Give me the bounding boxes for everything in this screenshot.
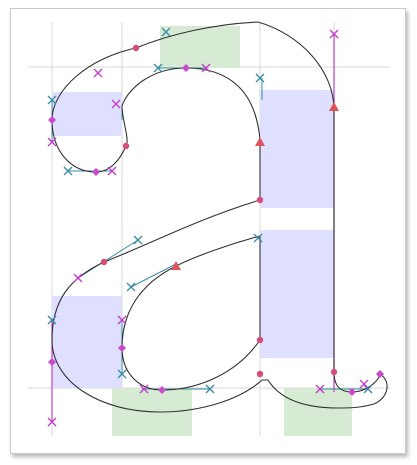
x-marker-icon — [47, 417, 57, 427]
x-marker-icon — [363, 384, 373, 394]
x-marker-icon — [63, 166, 73, 176]
alignment-zones — [52, 26, 352, 436]
inner-contour-path — [121, 235, 261, 391]
x-marker-icon — [253, 233, 263, 243]
stem-zone-rect — [260, 230, 334, 358]
x-marker-icon — [47, 137, 57, 147]
x-marker-stroke — [133, 235, 143, 245]
x-marker-icon — [161, 27, 171, 37]
x-marker-stroke — [47, 137, 57, 147]
x-marker-icon — [139, 384, 149, 394]
x-marker-icon — [93, 68, 103, 78]
x-marker-stroke — [253, 233, 263, 243]
x-marker-stroke — [359, 379, 369, 389]
x-marker-stroke — [47, 95, 57, 105]
diamond-node-icon — [348, 388, 356, 396]
circle-node-icon — [256, 370, 264, 378]
x-marker-icon — [47, 95, 57, 105]
x-marker-icon — [255, 73, 265, 83]
stem-zone-rect — [52, 296, 122, 388]
x-marker-stroke — [117, 369, 127, 379]
stem-zone-rect — [260, 90, 334, 208]
x-marker-stroke — [201, 63, 211, 73]
x-marker-stroke — [255, 73, 265, 83]
overshoot-zone-rect — [284, 388, 352, 436]
x-marker-icon — [117, 369, 127, 379]
diamond-node-icon — [376, 370, 384, 378]
overshoot-zone-rect — [160, 26, 240, 68]
triangle-start-icon — [329, 102, 339, 111]
x-marker-stroke — [329, 29, 339, 39]
x-marker-icon — [205, 384, 215, 394]
x-marker-icon — [126, 282, 136, 292]
diamond-node-icon — [158, 386, 166, 394]
x-marker-stroke — [107, 166, 117, 176]
x-marker-icon — [329, 29, 339, 39]
circle-node-icon — [100, 258, 108, 266]
outline-points — [47, 27, 384, 427]
triangle-start-icon — [255, 137, 265, 146]
x-marker-icon — [315, 384, 325, 394]
diamond-node-icon — [48, 358, 56, 366]
circle-node-icon — [256, 196, 264, 204]
x-marker-icon — [47, 315, 57, 325]
x-marker-icon — [111, 99, 121, 109]
circle-node-icon — [122, 142, 130, 150]
x-marker-stroke — [63, 166, 73, 176]
x-marker-stroke — [126, 282, 136, 292]
x-marker-stroke — [153, 63, 163, 73]
x-marker-stroke — [73, 273, 83, 283]
x-marker-stroke — [117, 315, 127, 325]
x-marker-stroke — [205, 384, 215, 394]
x-marker-stroke — [161, 27, 171, 37]
x-marker-icon — [117, 315, 127, 325]
stem-zone-rect — [52, 92, 122, 136]
triangle-start-icon — [171, 261, 181, 270]
circle-node-icon — [330, 368, 338, 376]
diamond-node-icon — [182, 64, 190, 72]
x-marker-icon — [359, 379, 369, 389]
x-marker-icon — [133, 235, 143, 245]
x-marker-icon — [201, 63, 211, 73]
diamond-node-icon — [118, 344, 126, 352]
x-marker-stroke — [47, 315, 57, 325]
handle-line — [77, 239, 139, 279]
circle-node-icon — [132, 44, 140, 52]
x-marker-stroke — [315, 384, 325, 394]
diamond-node-icon — [48, 116, 56, 124]
x-marker-icon — [153, 63, 163, 73]
x-marker-stroke — [363, 384, 373, 394]
handle-line — [130, 263, 177, 288]
x-marker-icon — [73, 273, 83, 283]
x-marker-stroke — [139, 384, 149, 394]
x-marker-stroke — [47, 417, 57, 427]
x-marker-stroke — [111, 99, 121, 109]
circle-node-icon — [256, 336, 264, 344]
x-marker-icon — [107, 166, 117, 176]
x-marker-stroke — [93, 68, 103, 78]
diamond-node-icon — [92, 168, 100, 176]
